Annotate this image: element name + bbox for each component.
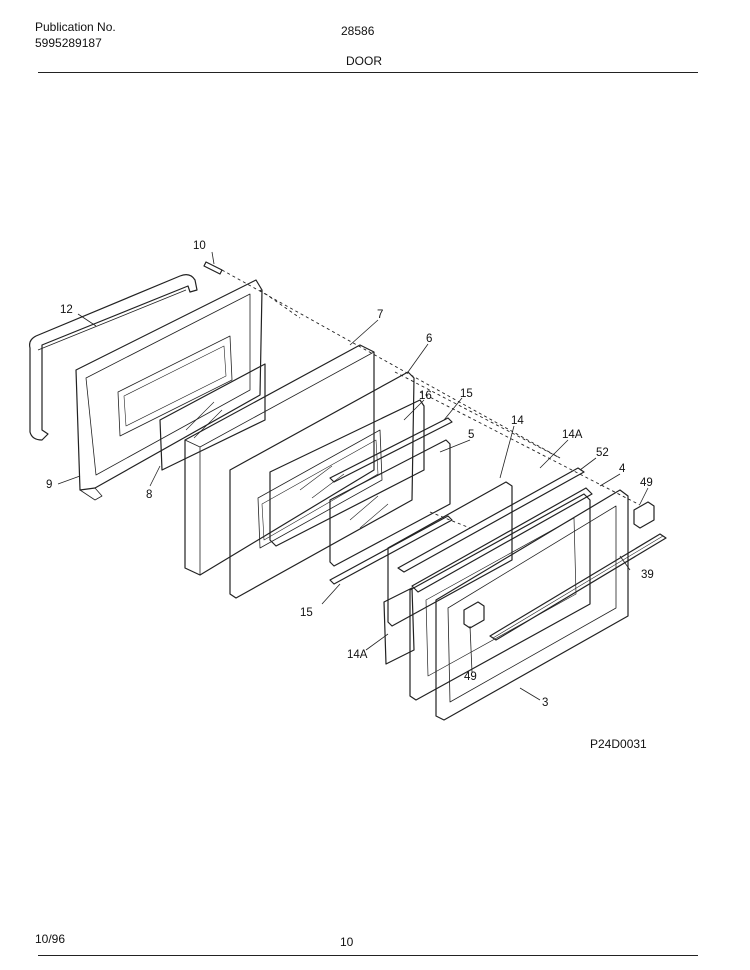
callout-9: 9 [46,479,52,491]
glass-bracket-bottom [329,515,453,585]
publication-number: 5995289187 [35,36,102,50]
door-gasket [29,274,198,441]
inner-door-liner [229,371,415,599]
glass-retainer-bottom [383,587,415,665]
callout-7: 7 [377,309,383,321]
callout-49-right: 49 [640,477,653,489]
leader-lines [57,251,649,701]
outer-glass [387,481,513,627]
callout-16: 16 [419,390,432,402]
door-frame [435,489,629,721]
model-number: 28586 [341,24,375,38]
callout-12: 12 [60,304,73,316]
outer-door-panel [75,279,263,491]
glass-retainer-top [397,467,585,573]
callout-39: 39 [641,569,654,581]
callout-4: 4 [619,463,626,475]
handle-bracket-left [463,601,485,629]
page-number: 10 [340,935,354,949]
screw [203,261,223,275]
insulation-block [184,344,375,576]
callout-8: 8 [146,489,152,501]
outer-door-glass [409,493,591,701]
alignment-lines [221,269,641,529]
callout-15-top: 15 [460,388,473,400]
middle-glass [329,439,451,567]
section-title: DOOR [346,54,382,68]
callout-6: 6 [426,333,432,345]
footer-date: 10/96 [35,932,66,946]
door-trim-52 [411,487,593,593]
callout-15-bottom: 15 [300,607,313,619]
header-rule [38,72,698,73]
door-handle [489,533,667,641]
callout-52: 52 [596,447,609,459]
callout-49-left: 49 [464,671,477,683]
handle-bracket-right [633,501,655,529]
publication-label: Publication No. [35,20,116,34]
callout-14A-bottom: 14A [347,649,368,661]
window-pack [269,399,425,547]
figure-id: P24D0031 [590,737,647,751]
callout-14: 14 [511,415,524,427]
callout-10: 10 [193,240,206,252]
callout-5: 5 [468,429,474,441]
inner-glass [159,363,266,471]
callout-14A-top: 14A [562,429,583,441]
callout-3: 3 [542,697,548,709]
glass-bracket-top [329,417,453,483]
footer-rule [38,955,698,956]
